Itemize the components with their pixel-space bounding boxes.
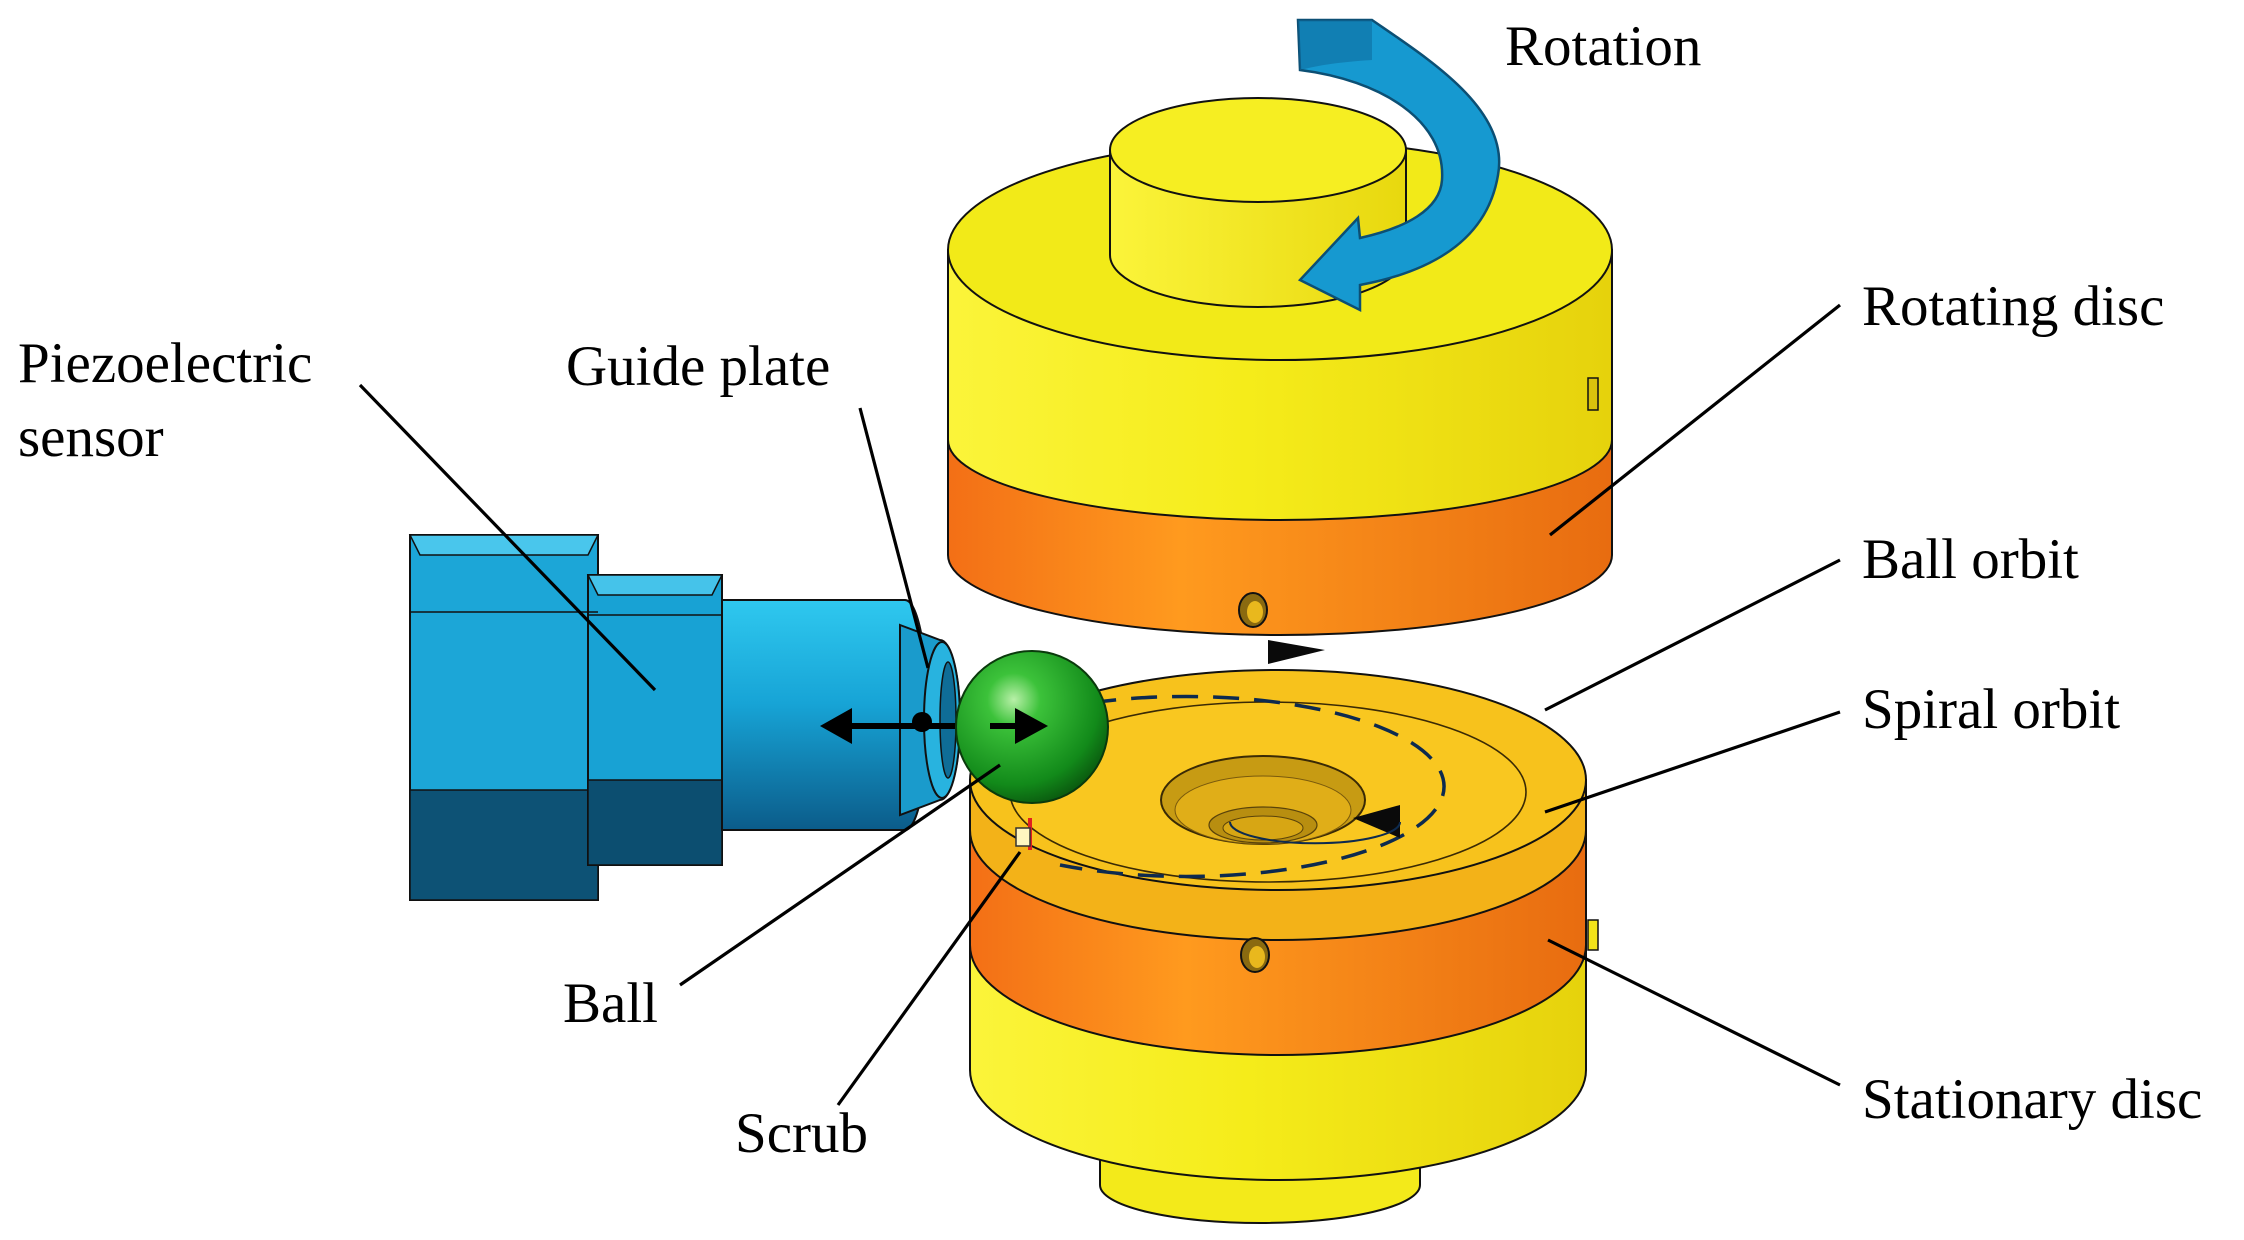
label-sensor: sensor	[18, 406, 164, 469]
label-guide-plate: Guide plate	[566, 335, 830, 398]
rotating-disc	[947, 97, 1613, 636]
ball-orbit-arrow	[1268, 640, 1325, 664]
leader-stationary-disc	[1547, 938, 1841, 1087]
ball-orbit-path	[1049, 640, 1446, 879]
labels: Rotation Rotating disc Piezoelectric sen…	[18, 15, 2202, 1165]
leader-scrub	[836, 851, 1022, 1106]
spiral-orbit-arrow	[1353, 805, 1400, 838]
leader-rotating-disc	[1549, 303, 1841, 537]
piezoelectric-sensor	[408, 534, 1048, 901]
label-rotating-disc: Rotating disc	[1862, 275, 2164, 338]
sensor-cylinder	[721, 599, 929, 831]
rotation-arrow-tail	[1296, 18, 1501, 313]
scrub	[1015, 818, 1032, 850]
label-stationary-disc: Stationary disc	[1862, 1068, 2202, 1131]
leader-spiral-orbit	[1544, 710, 1841, 814]
label-rotation: Rotation	[1505, 15, 1701, 78]
label-scrub: Scrub	[735, 1102, 868, 1165]
leader-piezo	[358, 383, 657, 692]
rotation-arrow	[1296, 18, 1501, 313]
leader-ball-orbit	[1544, 558, 1841, 712]
label-ball-orbit: Ball orbit	[1862, 528, 2079, 591]
stationary-disc	[969, 669, 1599, 1224]
rotating-disc-hub-top	[1109, 97, 1407, 203]
leader-guide-plate	[858, 407, 930, 669]
spiral-orbit-path	[1229, 821, 1401, 845]
leader-lines	[358, 303, 1841, 1106]
label-piezoelectric: Piezoelectric	[18, 332, 312, 395]
label-spiral-orbit: Spiral orbit	[1862, 678, 2120, 741]
ball-arrow-overlay	[990, 708, 1048, 744]
ball-orbit-dashed	[1049, 694, 1446, 879]
leader-ball	[679, 763, 1001, 987]
label-ball: Ball	[563, 972, 658, 1035]
